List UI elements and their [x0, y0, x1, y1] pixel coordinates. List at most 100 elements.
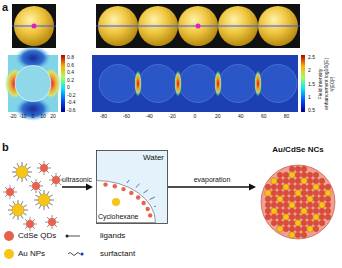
cdse-qd [265, 214, 270, 219]
cdse-qd [307, 202, 312, 207]
au-np [313, 214, 319, 220]
arrow-line [168, 186, 250, 188]
ligand [47, 225, 49, 227]
cdse-qd [307, 172, 312, 177]
label: a [2, 2, 8, 13]
cdse-qd [295, 214, 300, 219]
cdse-qd [277, 214, 282, 219]
ligand [17, 163, 19, 166]
ligand [25, 219, 27, 221]
ligand [34, 224, 37, 225]
droplet: Cyclohexane [96, 180, 156, 223]
ligand [47, 171, 49, 173]
ligand [14, 192, 17, 193]
ligand [39, 163, 41, 165]
ligand [39, 189, 41, 191]
ligand [30, 228, 31, 231]
label: -0.6 [67, 108, 76, 113]
ligand [49, 195, 52, 197]
ligand [55, 217, 57, 219]
ligand [37, 168, 40, 169]
cdse-qd [277, 202, 282, 207]
ligand [45, 222, 48, 223]
au-np [38, 194, 50, 206]
cdse-qd [283, 220, 288, 225]
cdse-qd [289, 190, 294, 195]
cdse-qd [301, 232, 306, 237]
cdse-qd [325, 202, 330, 207]
cdse-qd [307, 178, 312, 183]
au-np [295, 220, 301, 226]
ligand [13, 215, 15, 218]
cdse-qd [325, 196, 330, 201]
au-np [301, 208, 307, 214]
ligand [39, 191, 41, 194]
label: 2 [308, 68, 311, 73]
ligand [10, 185, 11, 188]
ligand [27, 175, 30, 177]
au-np [319, 202, 325, 208]
cdse-qd [295, 208, 300, 213]
cdse-qd [319, 196, 324, 201]
cdse-qd [148, 213, 152, 217]
ligand [49, 203, 52, 205]
au-np [277, 196, 283, 202]
ligand [5, 187, 7, 189]
node-text: Water [143, 154, 164, 162]
ligand [44, 161, 45, 164]
cdse-qd [325, 184, 330, 189]
cdse-qd [271, 196, 276, 201]
cdse-qd [283, 172, 288, 177]
label: -20 [9, 114, 16, 119]
cdse-qd [121, 187, 125, 191]
cdse-qd [319, 178, 324, 183]
ligand [9, 213, 12, 215]
cdse-qd [307, 208, 312, 213]
ligand [21, 215, 23, 218]
ligand [51, 175, 53, 177]
ligand [59, 175, 61, 177]
au-np [265, 190, 271, 196]
cdse-qd [277, 208, 282, 213]
ligand [23, 205, 26, 207]
cdse-qd [277, 220, 282, 225]
cdse-qd [271, 220, 276, 225]
ligand [13, 175, 16, 177]
label: 0 [67, 85, 70, 90]
ligand [31, 189, 33, 191]
ligand [3, 192, 6, 193]
ligand [9, 205, 12, 207]
ligand [39, 205, 41, 208]
cdse-qd [265, 208, 270, 213]
ligand [52, 215, 53, 218]
au-np [112, 198, 120, 206]
ligand [44, 190, 45, 194]
au-np [289, 232, 295, 238]
cdse-qd [301, 202, 306, 207]
label: 0.8 [67, 55, 74, 60]
cdse-qd [319, 208, 324, 213]
cdse-qd [325, 208, 330, 213]
cdse-qd [283, 226, 288, 231]
ligand [55, 225, 57, 227]
cdse-qd [289, 220, 294, 225]
cdse-qd [301, 220, 306, 225]
label: 0.5 [308, 108, 315, 113]
cdse-qd [319, 214, 324, 219]
label: b [2, 142, 9, 153]
cdse-qd [295, 226, 300, 231]
cdse-qd [283, 208, 288, 213]
label: -0.4 [67, 100, 76, 105]
cdse-qd [283, 196, 288, 201]
cdse-qd [103, 182, 107, 186]
au-np [313, 184, 319, 190]
ligand [13, 167, 16, 169]
cdse-qd [271, 190, 276, 195]
ligand [52, 226, 53, 229]
ligand [31, 181, 33, 183]
cdse-qd [277, 178, 282, 183]
cdse-qd [295, 184, 300, 189]
cdse-qd [113, 184, 117, 188]
cdse-qd [289, 178, 294, 183]
au-np [277, 226, 283, 232]
